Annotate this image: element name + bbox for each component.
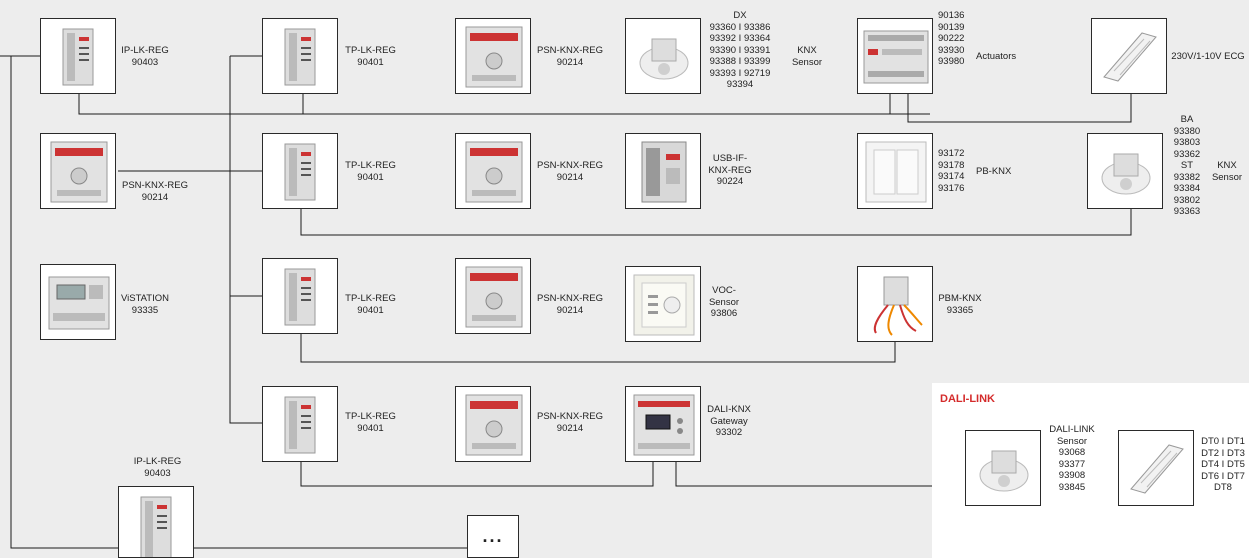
- din-module-narrow-icon: [262, 133, 338, 209]
- ceiling-light-icon: [1118, 430, 1194, 506]
- device-extra-act: Actuators: [976, 51, 1036, 63]
- din-power-supply-icon: [455, 386, 531, 462]
- usb-interface-icon: [625, 133, 701, 209]
- din-module-narrow-icon: [262, 18, 338, 94]
- ceiling-sensor-icon: [965, 430, 1041, 506]
- din-module-narrow-icon: [40, 18, 116, 94]
- dali-link-title: DALI-LINK: [940, 393, 995, 405]
- ceiling-light-icon: [1091, 18, 1167, 94]
- din-module-narrow-icon: [262, 258, 338, 334]
- ceiling-sensor-icon: [625, 18, 701, 94]
- ceiling-sensor-icon: [1087, 133, 1163, 209]
- actuator-module-icon: [857, 18, 933, 94]
- push-button-icon: [857, 133, 933, 209]
- din-power-supply-icon: [40, 133, 116, 209]
- ellipsis-label: ...: [482, 526, 503, 547]
- device-extra-pb: PB-KNX: [976, 166, 1026, 178]
- din-module-narrow-icon: [262, 386, 338, 462]
- voc-sensor-icon: [625, 266, 701, 342]
- dali-gateway-icon: [625, 386, 701, 462]
- more-devices-box: ...: [467, 515, 519, 558]
- pbm-module-icon: [857, 266, 933, 342]
- din-power-supply-icon: [455, 133, 531, 209]
- din-module-narrow-icon: [118, 486, 194, 558]
- din-power-supply-icon: [455, 18, 531, 94]
- vistation-icon: [40, 264, 116, 340]
- device-label-ecg1: 230V/1-10V ECG: [1168, 51, 1248, 63]
- din-power-supply-icon: [455, 258, 531, 334]
